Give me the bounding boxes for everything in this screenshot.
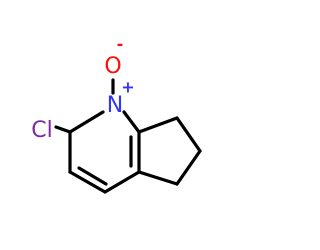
nitrogen-charge-label: + (121, 78, 134, 97)
oxygen-charge-label: - (117, 35, 124, 54)
bond-n-c2 (68, 110, 105, 134)
bond-c3-c4-inner (77, 166, 108, 186)
bond-c2-cl (54, 125, 72, 134)
bond-c7a-n (122, 110, 141, 134)
bond-c7-c6 (175, 116, 202, 153)
bond-c3-c4 (68, 170, 107, 194)
bond-layer (54, 78, 202, 194)
bond-c6-c5 (175, 149, 202, 186)
oxygen-atom-label: O (104, 54, 121, 79)
bond-c4-c4a (103, 170, 141, 194)
nitrogen-atom-label: N (107, 93, 123, 118)
molecule-structure: N + O - Cl (31, 35, 202, 194)
bond-c5-c4a (137, 170, 179, 186)
bond-c7a-c7 (137, 116, 179, 134)
chlorine-atom-label: Cl (31, 118, 52, 143)
